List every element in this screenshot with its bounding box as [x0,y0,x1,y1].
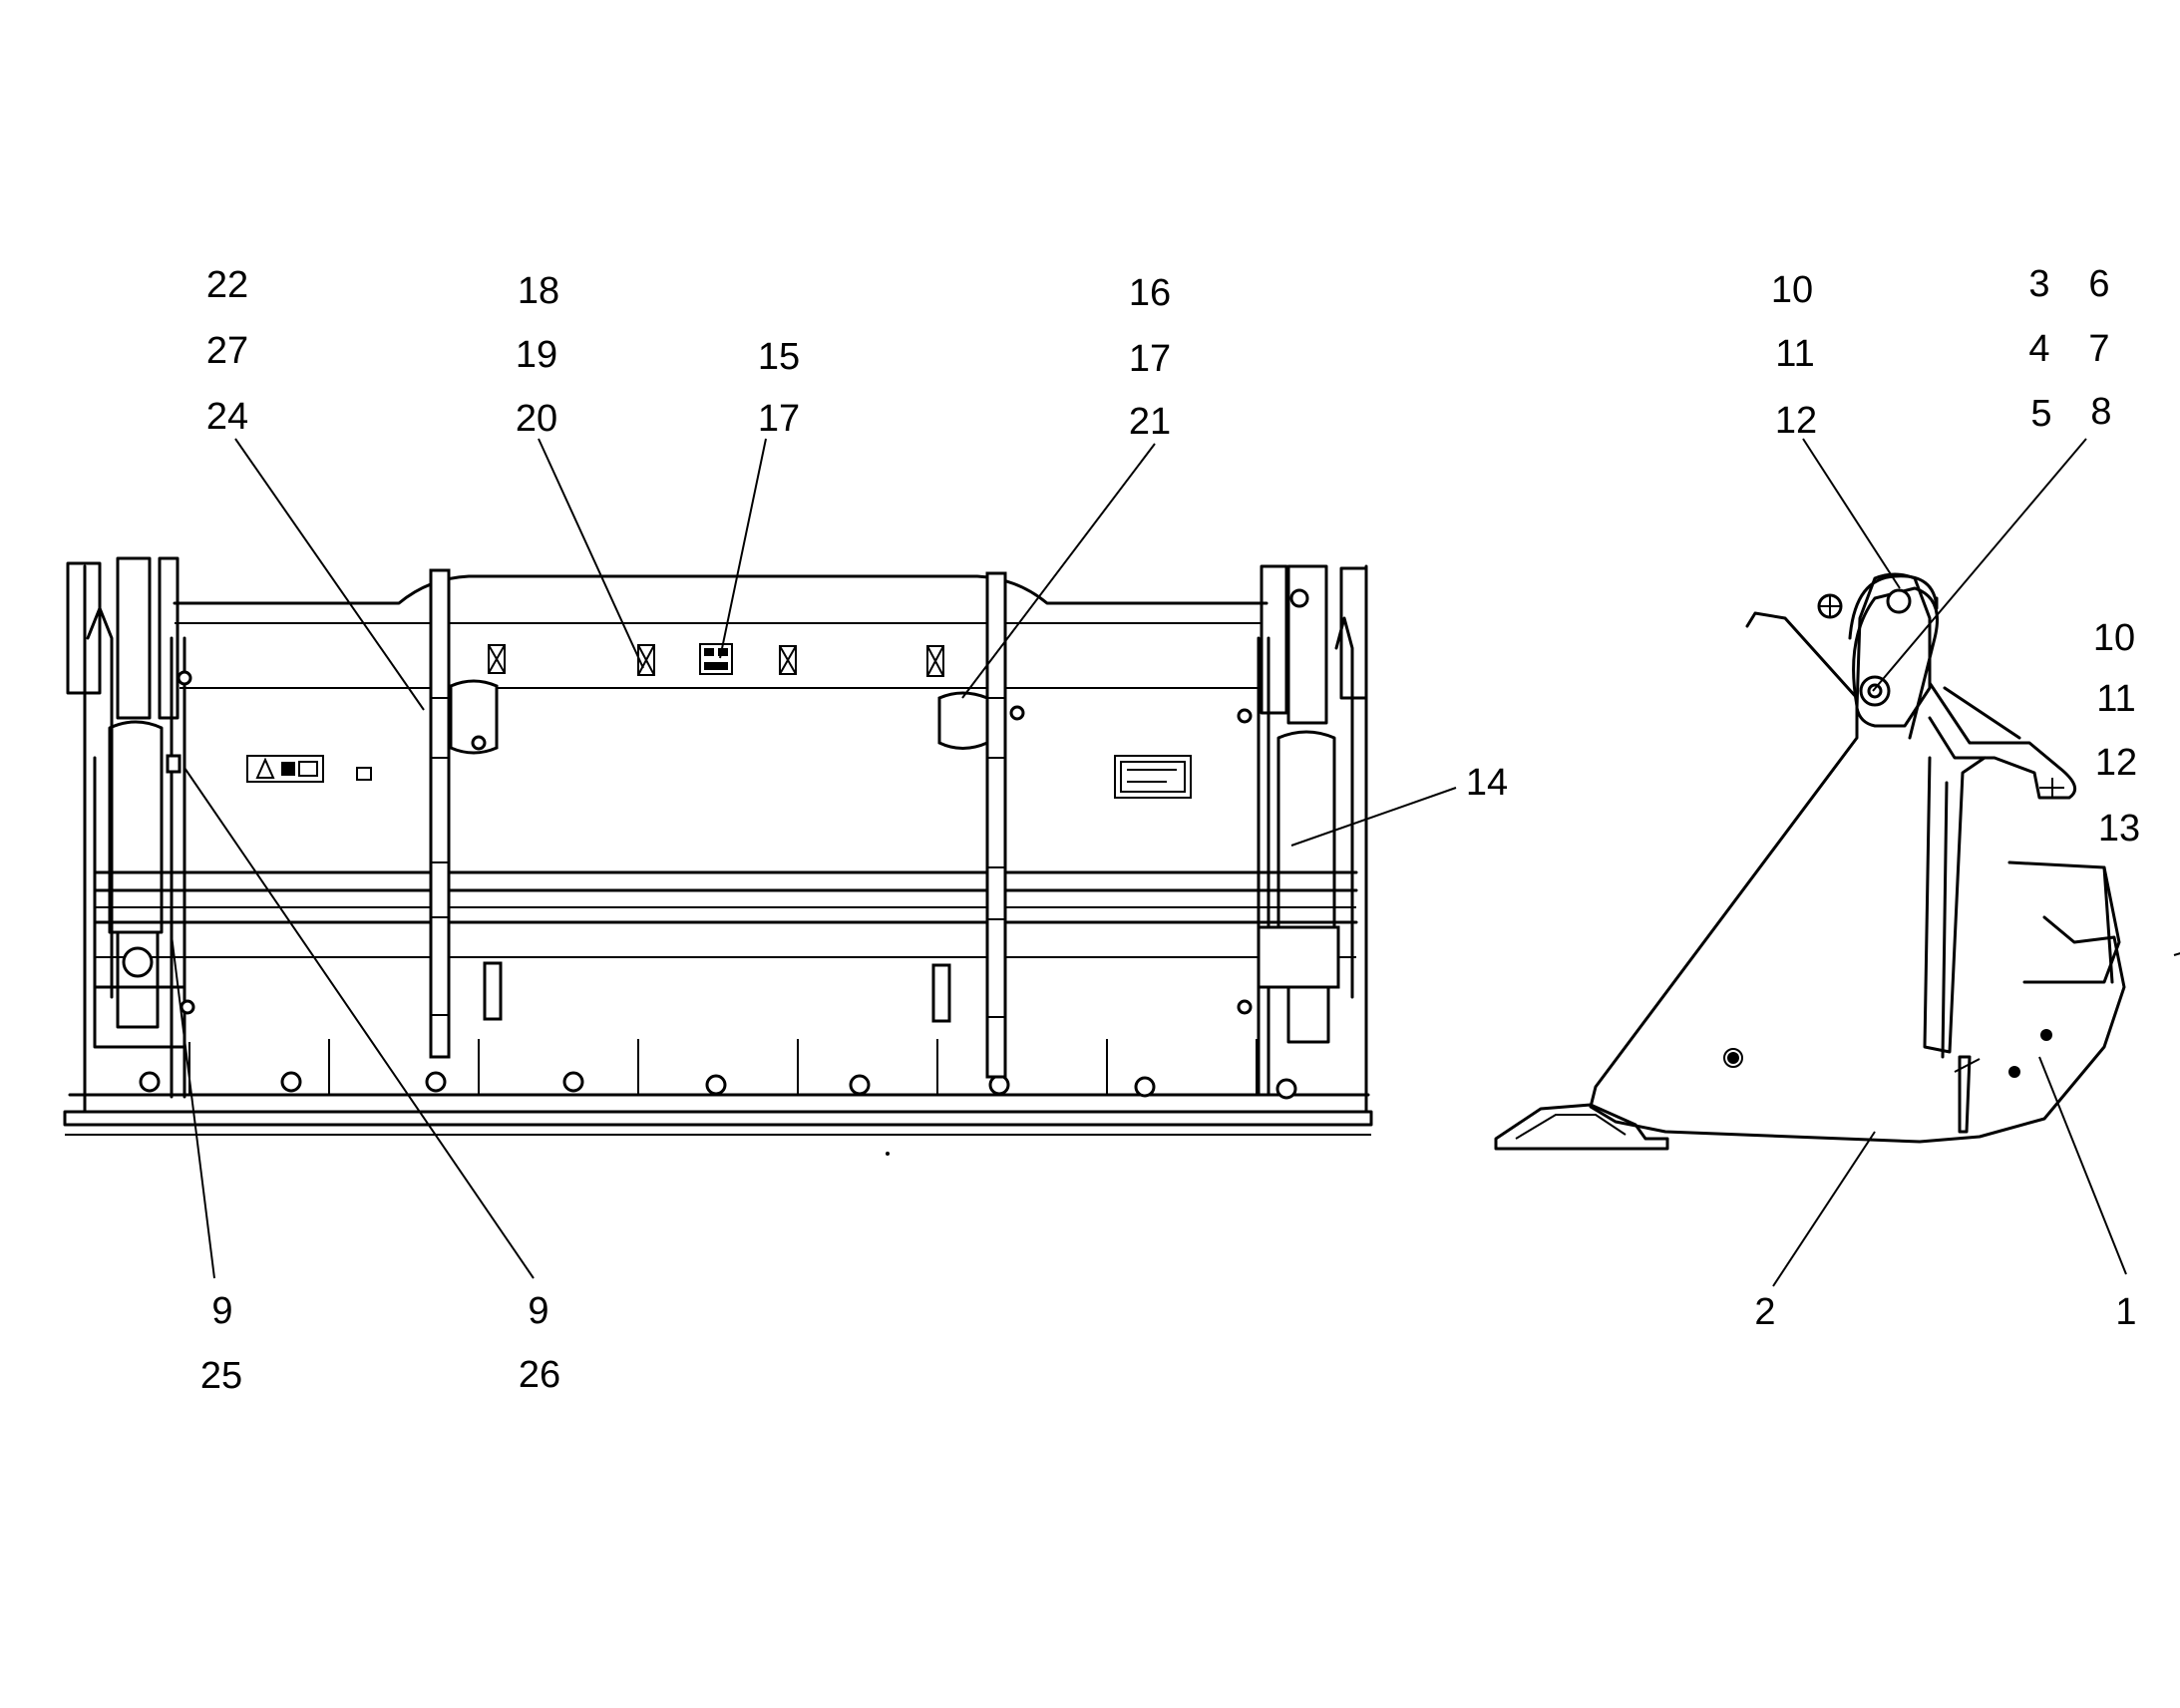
leader-14 [1290,787,1457,847]
left-hitch-bar [429,568,499,1059]
leader-lines [171,438,2127,1287]
callout-20: 20 [516,398,557,440]
leader-20 [538,438,644,669]
callout-19: 19 [516,334,557,376]
callout-9-mid: 9 [528,1290,548,1332]
callout-18: 18 [518,270,559,312]
callout-27: 27 [206,330,248,372]
callout-8: 8 [2090,391,2111,433]
leader-21 [961,443,1156,699]
callout-3: 3 [2028,263,2049,305]
callout-22: 22 [206,264,248,306]
bucket-front-view [63,556,1373,1136]
callout-5: 5 [2030,393,2051,435]
leader-1 [2038,1056,2127,1275]
callout-16: 16 [1129,272,1171,314]
callout-9-left: 9 [211,1290,232,1332]
bottom-ribs [188,1039,1258,1095]
right-hitch-bar [937,571,1025,1079]
right-cylinder-assembly [1237,564,1368,1097]
decals [246,643,1192,1023]
leader-9-left [171,934,215,1279]
callout-2: 2 [1754,1291,1775,1333]
callout-1: 1 [2115,1291,2136,1333]
leader-2 [1772,1131,1876,1287]
callout-21: 21 [1129,401,1171,443]
callout-10-side: 10 [2093,617,2135,659]
callout-24: 24 [206,396,248,438]
callout-12-top: 12 [1775,400,1817,442]
leader-17-mid [719,438,767,659]
left-cylinder-assembly [66,556,195,1099]
callout-15: 15 [758,336,800,378]
callout-6: 6 [2088,263,2109,305]
callout-14: 14 [1466,762,1508,804]
callout-11-top: 11 [1775,333,1814,375]
callout-17-mid: 17 [758,398,800,440]
leader-9-mid [183,767,535,1279]
callout-labels: 22 27 24 18 19 20 15 17 16 17 21 10 11 1… [200,263,2140,1397]
callout-17-right: 17 [1129,338,1171,380]
bucket-side-view [1494,572,2180,1151]
callout-10-top: 10 [1771,269,1813,311]
bottom-bolts [139,1071,1297,1100]
callout-12-side: 12 [2095,742,2137,784]
callout-7: 7 [2088,328,2109,370]
leader-24 [234,438,425,711]
leader-8 [1872,438,2087,692]
callout-25: 25 [200,1355,242,1397]
callout-13: 13 [2098,808,2140,850]
leader-12-top [1802,438,1901,589]
callout-11-side: 11 [2096,678,2135,720]
callout-26: 26 [519,1354,560,1396]
callout-4: 4 [2028,328,2049,370]
